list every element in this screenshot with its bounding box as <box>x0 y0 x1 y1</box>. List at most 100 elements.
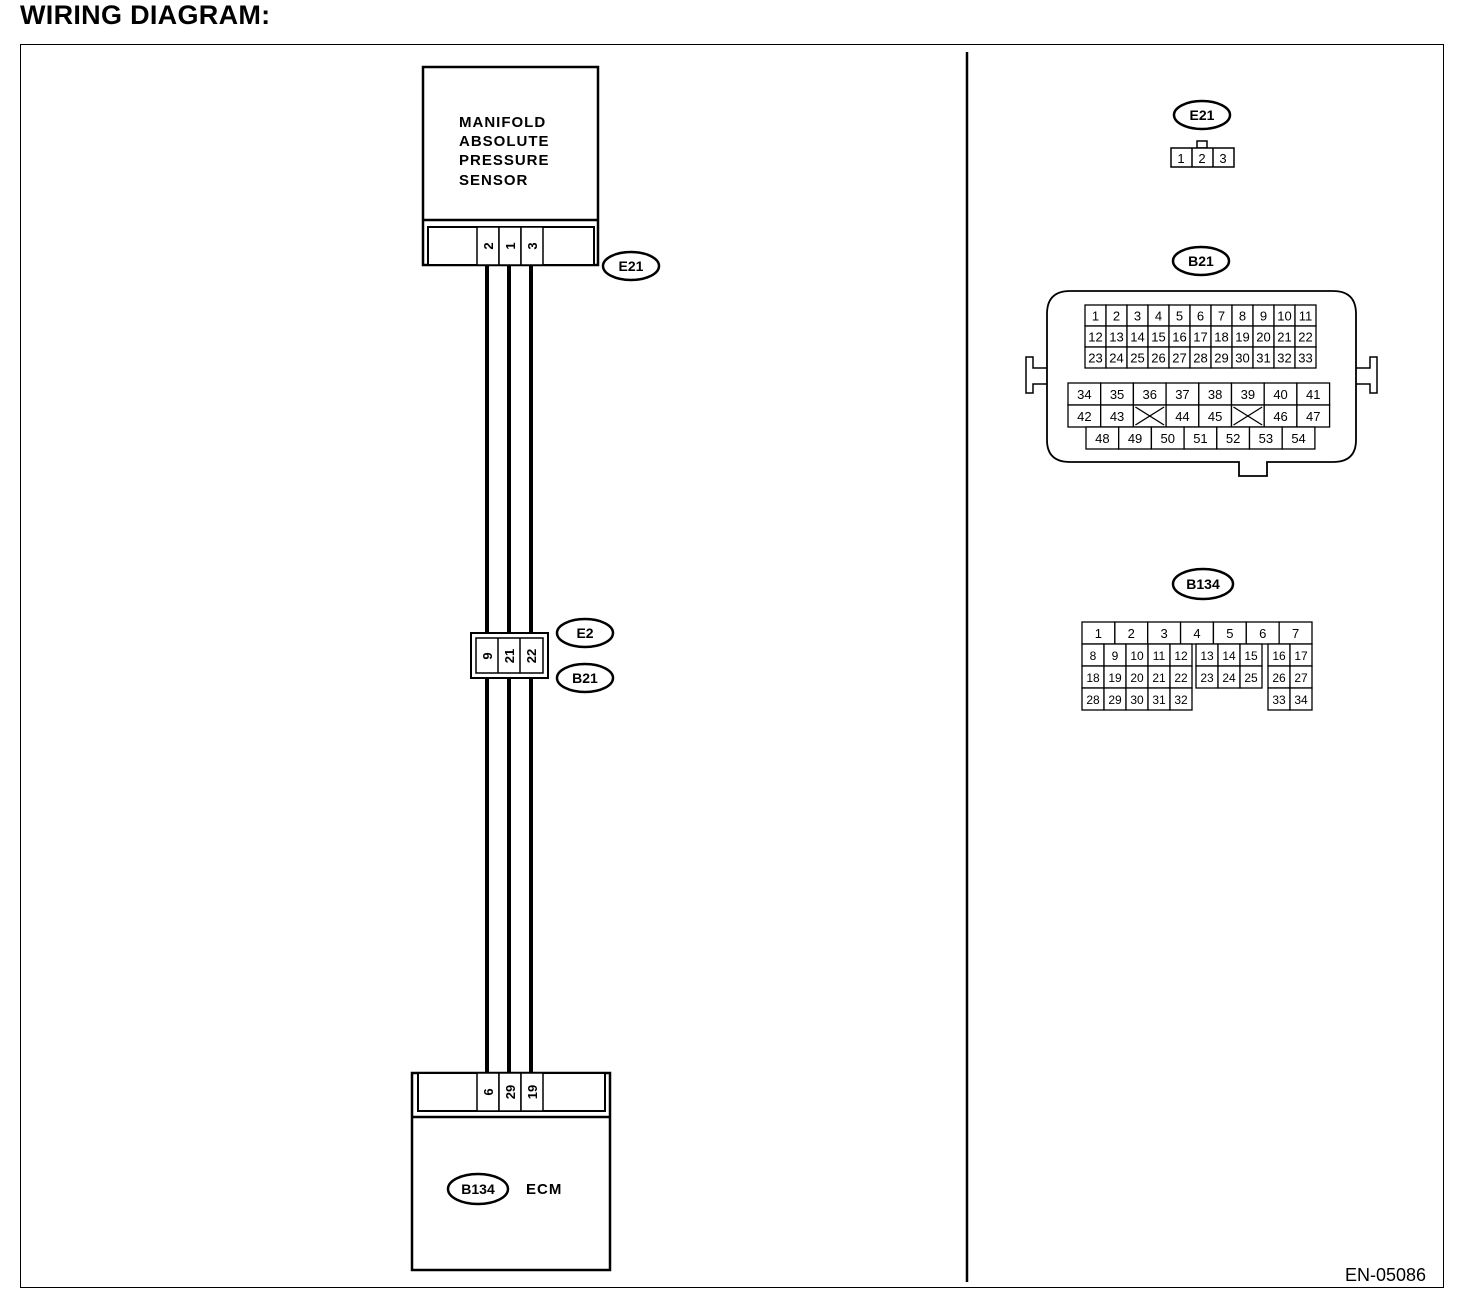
b21-pin: 10 <box>1277 309 1291 324</box>
b134-pin: 16 <box>1272 649 1286 663</box>
b134-pin: 15 <box>1244 649 1258 663</box>
b134-pin: 27 <box>1294 671 1308 685</box>
b21-pin: 44 <box>1175 409 1189 424</box>
b21-pin: 21 <box>1277 330 1291 345</box>
b134-pin: 22 <box>1174 671 1188 685</box>
sensor-pin: 3 <box>525 242 540 249</box>
b21-pin: 50 <box>1161 431 1175 446</box>
e21-pin: 3 <box>1219 151 1226 166</box>
b21-pin: 42 <box>1077 409 1091 424</box>
b21-pin: 40 <box>1273 387 1287 402</box>
b134-pin: 28 <box>1086 693 1100 707</box>
b21-pin: 16 <box>1172 330 1186 345</box>
b134-pin: 31 <box>1152 693 1166 707</box>
b134-pin: 29 <box>1108 693 1122 707</box>
map-sensor: MANIFOLD ABSOLUTE PRESSURE SENSOR 2 1 3 <box>421 65 600 267</box>
b21-pin: 25 <box>1130 351 1144 366</box>
b21-pin: 38 <box>1208 387 1222 402</box>
b21-pin: 36 <box>1143 387 1157 402</box>
b21-pin: 23 <box>1088 351 1102 366</box>
connector-tag-e21: E21 <box>601 250 661 282</box>
b21-pin: 1 <box>1092 309 1099 324</box>
svg-text:B21: B21 <box>1188 253 1214 269</box>
b21-pin: 43 <box>1110 409 1124 424</box>
b21-pin: 46 <box>1273 409 1287 424</box>
diagram-frame <box>20 44 1444 1288</box>
sensor-label-line: MANIFOLD <box>459 114 546 131</box>
b21-pin: 32 <box>1277 351 1291 366</box>
b134-pin: 7 <box>1292 626 1299 641</box>
b21-pin-cell <box>1294 346 1317 369</box>
b21-pin: 19 <box>1235 330 1249 345</box>
b21-pin: 35 <box>1110 387 1124 402</box>
b134-pin: 33 <box>1272 693 1286 707</box>
b21-pin: 4 <box>1155 309 1162 324</box>
b21-pin: 51 <box>1193 431 1207 446</box>
b21-pin: 14 <box>1130 330 1144 345</box>
e21-pin: 1 <box>1177 151 1184 166</box>
b21-pin: 6 <box>1197 309 1204 324</box>
sensor-pin: 2 <box>481 242 496 249</box>
joint-connector: 9 21 22 <box>470 632 549 679</box>
blank-pin-cross <box>1233 406 1263 426</box>
b21-pin: 24 <box>1109 351 1123 366</box>
ecm-block: 6 29 19 B134 ECM <box>410 1071 612 1272</box>
b21-pin: 11 <box>1299 309 1313 324</box>
b21-pin: 7 <box>1218 309 1225 324</box>
b21-pin: 22 <box>1298 330 1312 345</box>
b21-pin: 20 <box>1256 330 1270 345</box>
b134-pin-cell <box>1169 687 1193 711</box>
b21-pin: 26 <box>1151 351 1165 366</box>
b134-pin: 5 <box>1226 626 1233 641</box>
ecm-label: ECM <box>526 1181 562 1198</box>
b21-pin: 13 <box>1109 330 1123 345</box>
b134-pin: 26 <box>1272 671 1286 685</box>
connector-tag-b21: B21 <box>555 662 615 694</box>
b134-pin: 19 <box>1108 671 1122 685</box>
b21-pin: 30 <box>1235 351 1249 366</box>
b21-pin: 3 <box>1134 309 1141 324</box>
b21-pin: 29 <box>1214 351 1228 366</box>
svg-text:B134: B134 <box>461 1181 495 1197</box>
sensor-label-line: PRESSURE <box>459 152 550 169</box>
b21-pin: 48 <box>1095 431 1109 446</box>
b21-pin: 54 <box>1291 431 1305 446</box>
b134-pin: 12 <box>1174 649 1188 663</box>
e21-pin: 2 <box>1198 151 1205 166</box>
b134-pin: 30 <box>1130 693 1144 707</box>
b21-pin: 31 <box>1256 351 1270 366</box>
sensor-label-line: ABSOLUTE <box>459 133 550 150</box>
b21-pin-cell <box>1281 426 1316 450</box>
b134-pin: 17 <box>1294 649 1308 663</box>
b134-pin: 23 <box>1200 671 1214 685</box>
connector-tag-b134: B134 <box>446 1172 510 1206</box>
b21-pin: 33 <box>1298 351 1312 366</box>
b134-pin: 8 <box>1090 649 1097 663</box>
blank-pin-cross <box>1135 406 1165 426</box>
b21-pin: 37 <box>1175 387 1189 402</box>
b21-pin: 2 <box>1113 309 1120 324</box>
b21-pin: 8 <box>1239 309 1246 324</box>
svg-text:B21: B21 <box>572 670 598 686</box>
wire-harness <box>485 265 533 1073</box>
b21-pin: 27 <box>1172 351 1186 366</box>
svg-text:E2: E2 <box>576 625 593 641</box>
b21-pin: 17 <box>1193 330 1207 345</box>
figure-id: EN-05086 <box>1345 1265 1427 1285</box>
connector-tag-e2: E2 <box>555 617 615 649</box>
b134-pin: 1 <box>1095 626 1102 641</box>
b21-pin: 39 <box>1241 387 1255 402</box>
b134-pin: 9 <box>1112 649 1119 663</box>
page-title: WIRING DIAGRAM: <box>20 0 271 30</box>
b21-pin: 5 <box>1176 309 1183 324</box>
b134-pin: 18 <box>1086 671 1100 685</box>
sensor-pin: 1 <box>503 242 518 249</box>
connector-view-e21: E21 1 2 3 <box>1170 99 1235 168</box>
ecm-pin: 29 <box>503 1085 518 1099</box>
b134-pin-cell <box>1239 665 1263 689</box>
b134-pin: 14 <box>1222 649 1236 663</box>
